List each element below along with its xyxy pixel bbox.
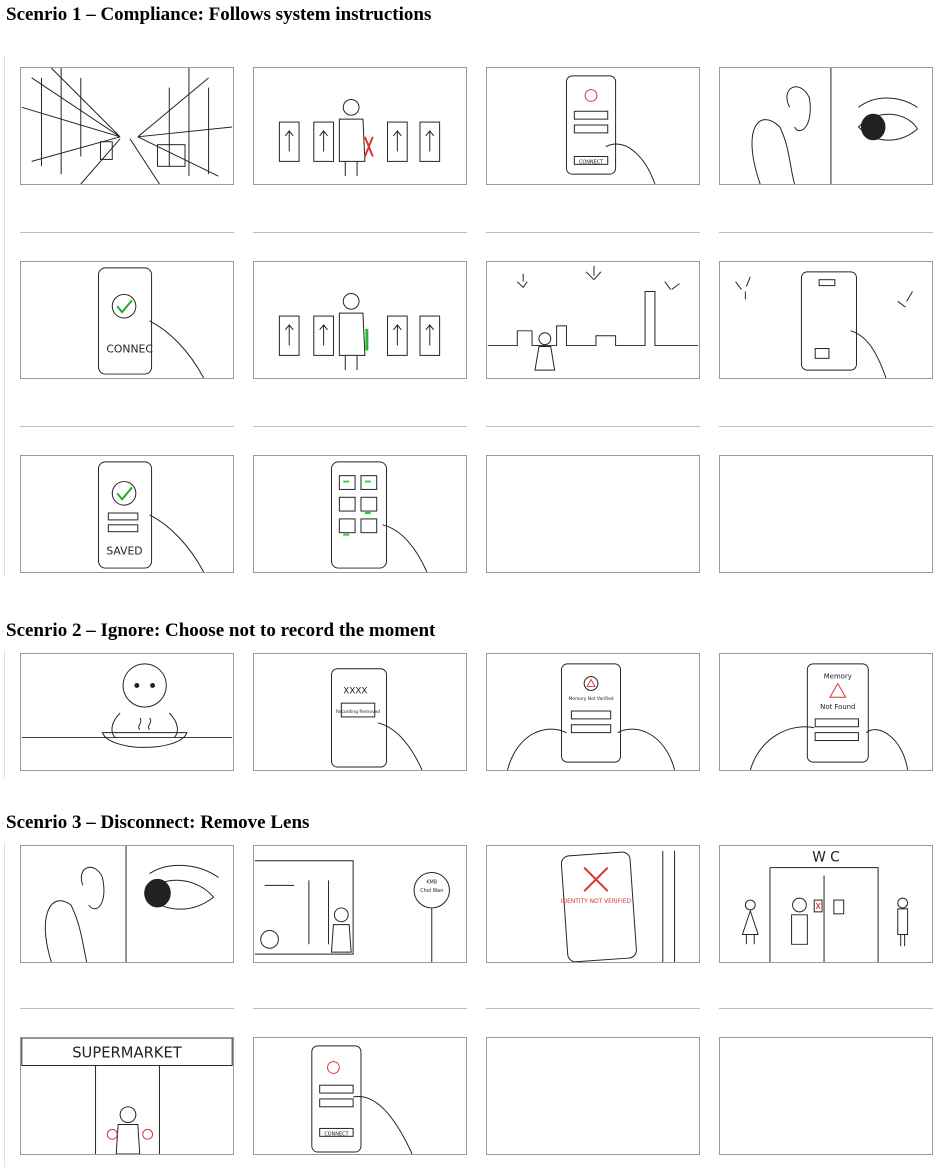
recording-removed-label: Recording Removed [336, 709, 380, 715]
divider [20, 426, 234, 427]
scenario-2-title: Scenrio 2 – Ignore: Choose not to record… [6, 620, 436, 641]
panel-phone-check: CONNEC [20, 261, 234, 379]
panel-turnstile-red [253, 67, 467, 185]
phone-label: SAVED [106, 544, 142, 557]
panel-empty [719, 1037, 933, 1155]
panel-identity-not-verified: IDENTITY NOT VERIFIED [486, 845, 700, 963]
panel-empty [486, 455, 700, 573]
memory-label: Memory [824, 673, 852, 681]
identity-label: IDENTITY NOT VERIFIED [561, 899, 632, 905]
panel-phone-memory-warning: Memory Not Verified [486, 653, 700, 771]
panel-phone-memory-notfound: Memory Not Found [719, 653, 933, 771]
panel-phone-connect-2: CONNECT [253, 1037, 467, 1155]
panel-empty [719, 455, 933, 573]
divider [719, 232, 933, 233]
connect-button-label: CONNECT [579, 159, 604, 165]
divider [20, 1008, 234, 1009]
divider [486, 232, 700, 233]
panel-person-bowl [20, 653, 234, 771]
panel-supermarket: SUPERMARKET [20, 1037, 234, 1155]
panel-phone-connect: CONNECT [486, 67, 700, 185]
panel-turnstile-green [253, 261, 467, 379]
panel-bus-stop: KMB Choi Wan [253, 845, 467, 963]
bus-company-label: KMB [426, 879, 437, 885]
memory-warning-label: Memory Not Verified [568, 696, 613, 702]
phone-label: CONNEC [106, 342, 153, 355]
scenario-1-title: Scenrio 1 – Compliance: Follows system i… [6, 4, 432, 25]
divider [486, 1008, 700, 1009]
divider [253, 426, 467, 427]
panel-empty [486, 1037, 700, 1155]
panel-wc: W C [719, 845, 933, 963]
divider [20, 232, 234, 233]
supermarket-sign: SUPERMARKET [72, 1045, 183, 1062]
connect-button-label: CONNECT [324, 1131, 349, 1137]
divider [253, 232, 467, 233]
divider [253, 1008, 467, 1009]
recording-code: XXXX [343, 686, 367, 696]
divider [719, 426, 933, 427]
bus-stop-label: Choi Wan [420, 888, 443, 894]
scenario-3-title: Scenrio 3 – Disconnect: Remove Lens [6, 812, 310, 833]
panel-city-street [20, 67, 234, 185]
margin-line [4, 842, 5, 1167]
panel-eye-lens-2 [20, 845, 234, 963]
divider [486, 426, 700, 427]
panel-phone-gallery [253, 455, 467, 573]
not-found-label: Not Found [820, 703, 855, 711]
panel-phone-saved: SAVED [20, 455, 234, 573]
margin-line [4, 650, 5, 778]
margin-line [4, 56, 5, 576]
panel-phone-recording: XXXX Recording Removed [253, 653, 467, 771]
divider [719, 1008, 933, 1009]
wc-sign: W C [812, 850, 840, 866]
panel-phone-camera [719, 261, 933, 379]
panel-fireworks-skyline [486, 261, 700, 379]
panel-eye-lens [719, 67, 933, 185]
